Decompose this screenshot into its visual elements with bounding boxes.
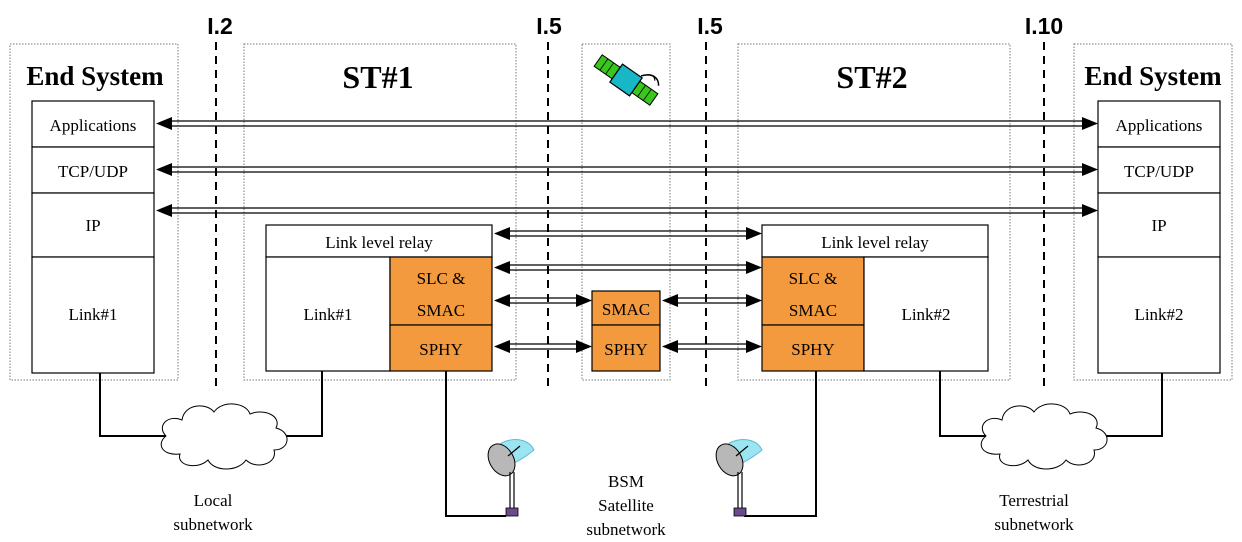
st1-sphy-box bbox=[389, 324, 493, 372]
right-link-layer bbox=[1097, 256, 1221, 374]
local-subnetwork-label-2: subnetwork bbox=[173, 515, 253, 534]
local-subnetwork-cloud bbox=[160, 403, 288, 470]
st2-sphy-box bbox=[761, 324, 865, 372]
interface-label-i10: I.10 bbox=[1025, 13, 1063, 39]
left-local-wire-b bbox=[284, 371, 323, 437]
left-link-label: Link#1 bbox=[68, 305, 117, 324]
left-end-system-panel bbox=[9, 43, 179, 381]
sphy-left-arrow bbox=[494, 340, 592, 353]
bsm-label-1: BSM bbox=[608, 472, 644, 491]
satellite-panel bbox=[581, 43, 671, 381]
left-ip-label: IP bbox=[85, 216, 100, 235]
smac-right-arrow bbox=[662, 294, 762, 307]
peer-arrows bbox=[156, 117, 1098, 353]
st2-dish-wire bbox=[744, 371, 817, 517]
interface-label-i5-left: I.5 bbox=[536, 13, 562, 39]
applications-peer-arrow bbox=[156, 117, 1098, 130]
bsm-label-3: subnetwork bbox=[586, 520, 666, 539]
st1-stack: Link level relay Link#1 SLC & SMAC SPHY bbox=[265, 224, 493, 372]
right-ip-layer bbox=[1097, 192, 1221, 258]
satellite-sphy-box bbox=[591, 324, 661, 372]
left-applications-layer bbox=[31, 100, 155, 148]
left-applications-label: Applications bbox=[50, 116, 137, 135]
st1-link-label: Link#1 bbox=[303, 305, 352, 324]
left-tcp-udp-layer bbox=[31, 146, 155, 194]
left-end-system-title: End System bbox=[26, 61, 164, 91]
sphy-right-arrow bbox=[662, 340, 762, 353]
terrestrial-subnetwork-cloud bbox=[980, 403, 1108, 470]
st1-panel bbox=[243, 43, 517, 381]
st2-stack: Link level relay SLC & SMAC SPHY Link#2 bbox=[761, 224, 989, 372]
left-end-system-stack: Applications TCP/UDP IP Link#1 bbox=[31, 100, 155, 374]
ip-peer-arrow bbox=[156, 204, 1098, 217]
st1-title: ST#1 bbox=[342, 59, 413, 95]
right-end-system-stack: Applications TCP/UDP IP Link#2 bbox=[1097, 100, 1221, 374]
dish-icon-left bbox=[487, 439, 535, 517]
st2-relay-label: Link level relay bbox=[821, 233, 929, 252]
satellite-stack: SMAC SPHY bbox=[591, 290, 661, 372]
terrestrial-subnetwork-label-1: Terrestrial bbox=[999, 491, 1069, 510]
interface-label-i2: I.2 bbox=[207, 13, 233, 39]
st1-relay-label: Link level relay bbox=[325, 233, 433, 252]
st1-dish-wire bbox=[445, 371, 506, 517]
satellite-smac-label: SMAC bbox=[602, 300, 650, 319]
st2-link-box bbox=[863, 256, 989, 372]
bsm-label-2: Satellite bbox=[598, 496, 654, 515]
right-applications-label: Applications bbox=[1116, 116, 1203, 135]
slc-peer-arrow bbox=[494, 261, 762, 274]
st2-title: ST#2 bbox=[836, 59, 907, 95]
left-tcp-udp-label: TCP/UDP bbox=[58, 162, 128, 181]
right-end-system-title: End System bbox=[1084, 61, 1222, 91]
st1-smac-label: SMAC bbox=[417, 301, 465, 320]
right-terr-wire-b bbox=[1102, 373, 1163, 437]
dish-icon-right bbox=[715, 439, 763, 517]
st2-slc-smac-box bbox=[761, 256, 865, 326]
right-terr-wire-a bbox=[939, 371, 990, 437]
smac-left-arrow bbox=[494, 294, 592, 307]
left-link-layer bbox=[31, 256, 155, 374]
st1-relay-box bbox=[265, 224, 493, 258]
st2-slc-label: SLC & bbox=[789, 269, 838, 288]
st1-slc-label: SLC & bbox=[417, 269, 466, 288]
terrestrial-subnetwork-label-2: subnetwork bbox=[994, 515, 1074, 534]
right-tcp-udp-label: TCP/UDP bbox=[1124, 162, 1194, 181]
satellite-sphy-label: SPHY bbox=[604, 340, 647, 359]
st2-smac-label: SMAC bbox=[789, 301, 837, 320]
satellite-icon bbox=[593, 54, 660, 106]
left-ip-layer bbox=[31, 192, 155, 258]
st2-link-label: Link#2 bbox=[901, 305, 950, 324]
local-subnetwork-label-1: Local bbox=[194, 491, 233, 510]
relay-peer-arrow bbox=[494, 227, 762, 240]
right-ip-label: IP bbox=[1151, 216, 1166, 235]
tcp-udp-peer-arrow bbox=[156, 163, 1098, 176]
interface-label-i5-right: I.5 bbox=[697, 13, 723, 39]
st2-panel bbox=[737, 43, 1011, 381]
st2-sphy-label: SPHY bbox=[791, 340, 834, 359]
right-end-system-panel bbox=[1073, 43, 1233, 381]
right-link-label: Link#2 bbox=[1134, 305, 1183, 324]
st2-relay-box bbox=[761, 224, 989, 258]
left-local-wire-a bbox=[99, 373, 170, 437]
st1-sphy-label: SPHY bbox=[419, 340, 462, 359]
st1-link-box bbox=[265, 256, 391, 372]
